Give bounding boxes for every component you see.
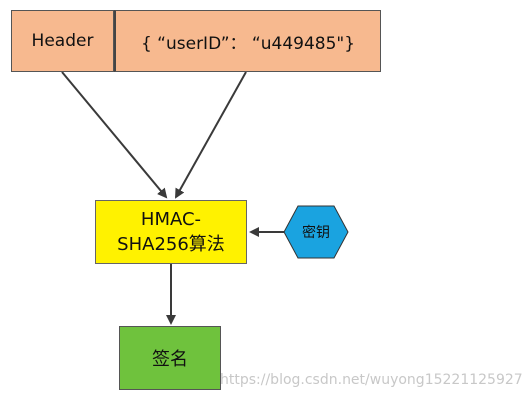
header-node: Header bbox=[11, 10, 114, 72]
header-node-label: Header bbox=[31, 31, 94, 51]
payload-node: { “userID”： “u449485"} bbox=[114, 10, 381, 72]
watermark: https://blog.csdn.net/wuyong15221125927 bbox=[220, 372, 523, 388]
arrow-payload-to-algorithm bbox=[175, 71, 247, 199]
algorithm-node-label-line1: HMAC- bbox=[140, 209, 202, 230]
secret-key-node: 密钥 bbox=[284, 206, 348, 258]
secret-key-hexagon bbox=[283, 205, 349, 259]
signature-node: 签名 bbox=[119, 326, 221, 390]
signature-node-label: 签名 bbox=[152, 349, 188, 370]
arrow-header-to-algorithm bbox=[61, 71, 168, 199]
secret-key-node-label: 密钥 bbox=[302, 225, 330, 241]
algorithm-node-label-line2: SHA256算法 bbox=[117, 234, 225, 255]
payload-node-label: { “userID”： “u449485"} bbox=[140, 33, 356, 54]
algorithm-node: HMAC- SHA256算法 bbox=[95, 200, 247, 264]
